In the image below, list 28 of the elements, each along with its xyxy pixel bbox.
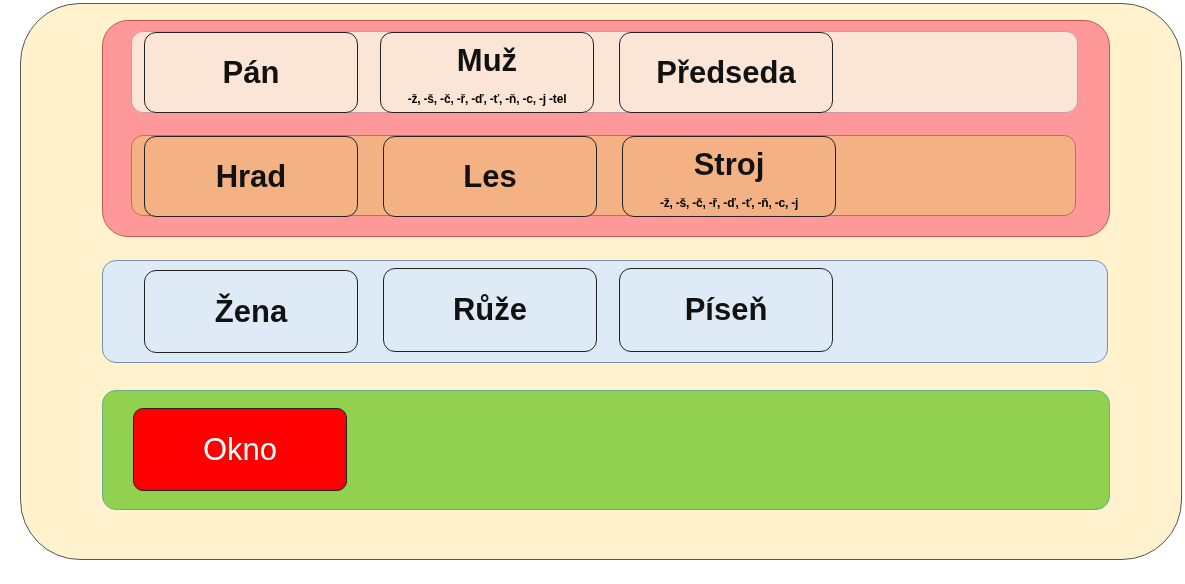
word-box bbox=[619, 268, 833, 352]
word-box bbox=[619, 32, 833, 113]
panel-background bbox=[102, 20, 1110, 237]
word-label: Žena bbox=[213, 293, 289, 330]
ending-note: -ž, -š, -č, -ř, -ď, -ť, -ň, -c, -j bbox=[658, 196, 800, 210]
word-label: Les bbox=[462, 158, 518, 195]
word-label: Muž bbox=[455, 43, 519, 79]
word-label: Stroj bbox=[692, 147, 766, 183]
word-box bbox=[133, 408, 347, 491]
panel-background bbox=[102, 260, 1108, 363]
word-box bbox=[383, 136, 597, 217]
word-box bbox=[383, 268, 597, 352]
panel-background bbox=[102, 390, 1110, 510]
ending-note: -ž, -š, -č, -ř, -ď, -ť, -ň, -c, -j -tel bbox=[406, 92, 568, 106]
word-box bbox=[144, 270, 358, 353]
panel-background bbox=[131, 31, 1078, 113]
word-box bbox=[144, 136, 358, 217]
word-box bbox=[380, 32, 594, 113]
word-label: Růže bbox=[451, 292, 529, 328]
word-label: Předseda bbox=[655, 54, 797, 91]
word-label: Hrad bbox=[214, 158, 288, 195]
word-label: Píseň bbox=[683, 292, 769, 328]
word-label: Pán bbox=[221, 54, 281, 91]
word-label: Okno bbox=[201, 431, 279, 468]
word-box bbox=[144, 32, 358, 113]
panel-background bbox=[131, 135, 1076, 216]
panel-background bbox=[20, 3, 1182, 560]
word-box bbox=[622, 136, 836, 217]
